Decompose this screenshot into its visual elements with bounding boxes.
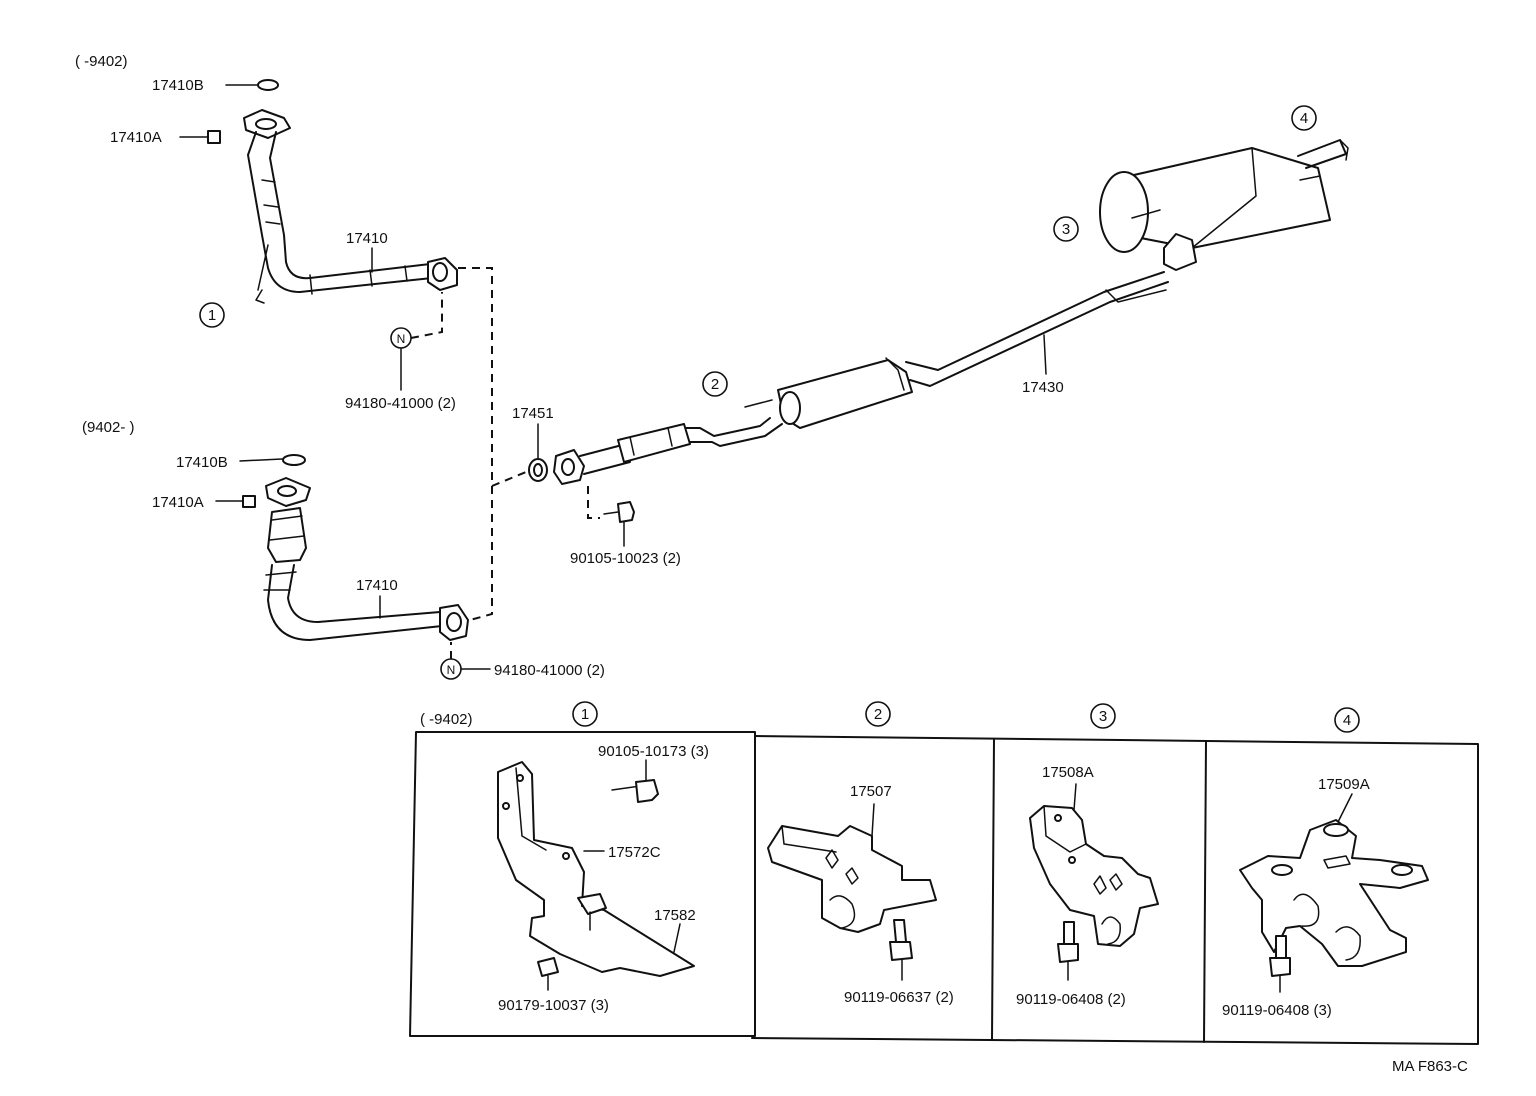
label-90179-10037: 90179-10037 (3) — [498, 997, 609, 1014]
label-17451: 17451 — [512, 405, 554, 422]
bolt-90105-10023 — [617, 501, 635, 523]
panel-callout-2 — [865, 701, 891, 727]
label-90105-10173: 90105-10173 (3) — [598, 743, 709, 760]
panel-callout-4 — [1334, 707, 1360, 733]
svg-text:4: 4 — [1343, 712, 1351, 729]
detail-panels: ( -9402) 1 2 3 4 90105-10173 (3) — [409, 701, 1479, 1045]
label-17508a: 17508A — [1042, 764, 1094, 781]
label-17507: 17507 — [850, 783, 892, 800]
label-17410b-early: 17410B — [152, 77, 204, 94]
label-gasket-early: 94180-41000 (2) — [345, 395, 456, 412]
svg-text:N: N — [447, 663, 456, 677]
svg-text:2: 2 — [874, 706, 882, 723]
label-17582: 17582 — [654, 907, 696, 924]
svg-text:3: 3 — [1062, 221, 1070, 238]
label-bolt-90105-10023: 90105-10023 (2) — [570, 550, 681, 567]
label-17509a: 17509A — [1318, 776, 1370, 793]
svg-text:3: 3 — [1099, 708, 1107, 725]
bolt-90105-10173 — [635, 779, 659, 803]
label-90119-06637: 90119-06637 (2) — [844, 989, 954, 1006]
label-17410a-late: 17410A — [152, 494, 204, 511]
nut-17410a-late — [242, 495, 256, 508]
callout-3-main — [1053, 216, 1079, 242]
nut-17410a-early — [207, 130, 221, 144]
svg-text:4: 4 — [1300, 110, 1308, 127]
panel-2-hanger: 17507 90119-06637 (2) — [767, 783, 954, 1006]
label-17572c: 17572C — [608, 844, 661, 861]
panel-1-variant-label: ( -9402) — [420, 711, 473, 728]
svg-text:1: 1 — [581, 706, 589, 723]
gasket-17410b-late — [282, 454, 306, 466]
svg-text:2: 2 — [711, 376, 719, 393]
panel-1-frame — [409, 731, 756, 1037]
label-17410-late: 17410 — [356, 577, 398, 594]
panel-frame-outline — [751, 735, 1479, 1045]
bolt-90119-06408-p4 — [1269, 957, 1291, 977]
nut-90179-10037 — [537, 957, 559, 977]
label-gasket-late: 94180-41000 (2) — [494, 662, 605, 679]
bolt-90119-06637 — [889, 941, 913, 961]
callout-2-main — [702, 371, 728, 397]
variant-late-label: (9402- ) — [82, 419, 135, 436]
center-pipe: 17451 90105-10023 (2) 2 — [512, 371, 783, 567]
panel-callout-3 — [1090, 703, 1116, 729]
panel-callout-1 — [572, 701, 598, 727]
label-90119-06408-p3: 90119-06408 (2) — [1016, 991, 1126, 1008]
front-pipe-early: ( -9402) 17410B 17410A 17410 1 N 94180-4… — [75, 53, 458, 412]
connection-dashed-line — [458, 267, 493, 621]
label-17410a-early: 17410A — [110, 129, 162, 146]
callout-4-main — [1291, 105, 1317, 131]
panel-4-hanger: 17509A 90119-06408 (3) — [1222, 776, 1429, 1019]
gasket-17410b-early — [257, 79, 279, 91]
callout-1-early — [199, 302, 225, 328]
main-pipe-17430: 17430 3 4 — [777, 105, 1349, 429]
bolt-90119-06408-p3 — [1057, 943, 1079, 963]
label-17410b-late: 17410B — [176, 454, 228, 471]
panel-3-hanger: 17508A 90119-06408 (2) — [1016, 764, 1159, 1008]
variant-early-label: ( -9402) — [75, 53, 128, 70]
svg-text:N: N — [397, 332, 406, 346]
panel-1-bracket: 90105-10173 (3) 17572C 17582 90179-10037… — [497, 743, 709, 1014]
label-17430: 17430 — [1022, 379, 1064, 396]
label-17410-early: 17410 — [346, 230, 388, 247]
reference-code: MA F863-C — [1392, 1058, 1468, 1075]
svg-text:1: 1 — [208, 307, 216, 324]
front-pipe-late: (9402- ) 17410B 17410A 17410 N 94180-410… — [82, 419, 605, 680]
label-90119-06408-p4: 90119-06408 (3) — [1222, 1002, 1332, 1019]
